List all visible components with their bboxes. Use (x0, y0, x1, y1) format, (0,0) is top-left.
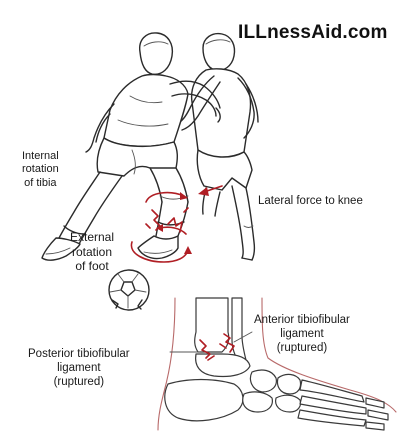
opposing-player-figure (175, 32, 259, 261)
soccer-ball (108, 269, 150, 311)
label-line: Internal (22, 150, 59, 162)
label-anterior-ligament: Anterior tibiofibular ligament (ruptured… (254, 313, 350, 355)
label-line: of foot (75, 259, 109, 274)
ankle-injury-spark (145, 207, 189, 233)
label-line: rotation (72, 244, 113, 259)
external-rotation-arrow (130, 224, 192, 263)
label-line: of tibia (24, 176, 57, 189)
label-lateral-force: Lateral force to knee (258, 195, 363, 207)
ankle-anatomy-inset (157, 297, 397, 431)
lateral-force-arrow (198, 185, 223, 196)
label-line: Anterior tibiofibular (254, 314, 350, 326)
injured-player-figure (41, 32, 221, 261)
label-line: (ruptured) (53, 376, 105, 389)
watermark-text: ILLnessAid.com (238, 22, 388, 43)
label-line: ligament (280, 328, 324, 341)
label-posterior-ligament: Posterior tibiofibular ligament (rupture… (28, 347, 130, 389)
label-line: (ruptured) (276, 342, 328, 355)
label-line: External (70, 230, 115, 244)
label-line: ligament (57, 362, 101, 375)
label-internal-rotation: Internal rotation of tibia (22, 150, 59, 190)
label-line: rotation (22, 163, 59, 176)
label-line: Posterior tibiofibular (28, 348, 130, 360)
internal-rotation-arrow (145, 191, 188, 203)
label-external-rotation: External rotation of foot (70, 230, 114, 274)
